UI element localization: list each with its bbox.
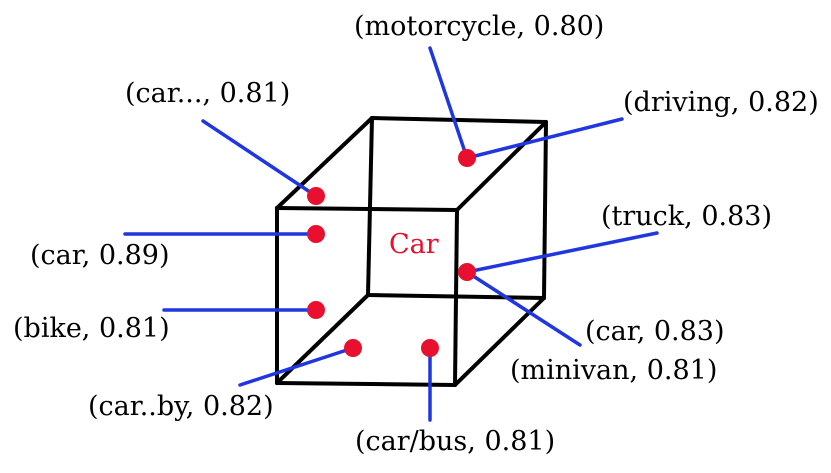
leader-line-car-ellipsis bbox=[201, 119, 318, 198]
cube-edge bbox=[542, 120, 548, 300]
label-car-ellipsis: (car..., 0.81) bbox=[125, 78, 290, 109]
cube-edge bbox=[275, 381, 457, 387]
point-car-bus bbox=[421, 339, 439, 357]
label-bike: (bike, 0.81) bbox=[13, 313, 170, 344]
cube-edge bbox=[370, 116, 548, 124]
leader-line-car-by bbox=[238, 346, 355, 387]
label-car-2: (car, 0.83) bbox=[585, 316, 725, 347]
point-car-by bbox=[344, 339, 362, 357]
label-car: (car, 0.89) bbox=[30, 240, 170, 271]
label-motorcycle: (motorcycle, 0.80) bbox=[354, 11, 604, 42]
point-bike bbox=[307, 301, 325, 319]
leader-line-driving bbox=[465, 117, 624, 160]
label-minivan: (minivan, 0.81) bbox=[510, 355, 717, 386]
label-car-bus: (car/bus, 0.81) bbox=[355, 426, 555, 457]
point-car-ellipsis bbox=[307, 187, 325, 205]
label-car-by: (car..by, 0.82) bbox=[88, 391, 274, 422]
point-car bbox=[307, 225, 325, 243]
label-truck: (truck, 0.83) bbox=[601, 201, 772, 232]
point-truck-car-minivan bbox=[458, 263, 476, 281]
data-points bbox=[307, 149, 476, 357]
label-driving: (driving, 0.82) bbox=[623, 87, 819, 118]
leader-lines bbox=[123, 46, 659, 422]
leader-line-truck bbox=[465, 231, 659, 274]
leader-line-motorcycle bbox=[428, 46, 469, 160]
annotation-labels: (motorcycle, 0.80) (driving, 0.82) (car.… bbox=[13, 11, 819, 457]
center-label: Car bbox=[389, 229, 439, 260]
cube-edge bbox=[366, 293, 546, 300]
leader-line-car-2 bbox=[465, 270, 582, 347]
cube-edge bbox=[275, 206, 459, 212]
cube-edge bbox=[275, 116, 374, 210]
cube-edge bbox=[366, 116, 374, 297]
cube-edge bbox=[455, 120, 548, 212]
point-motorcycle-driving bbox=[458, 149, 476, 167]
